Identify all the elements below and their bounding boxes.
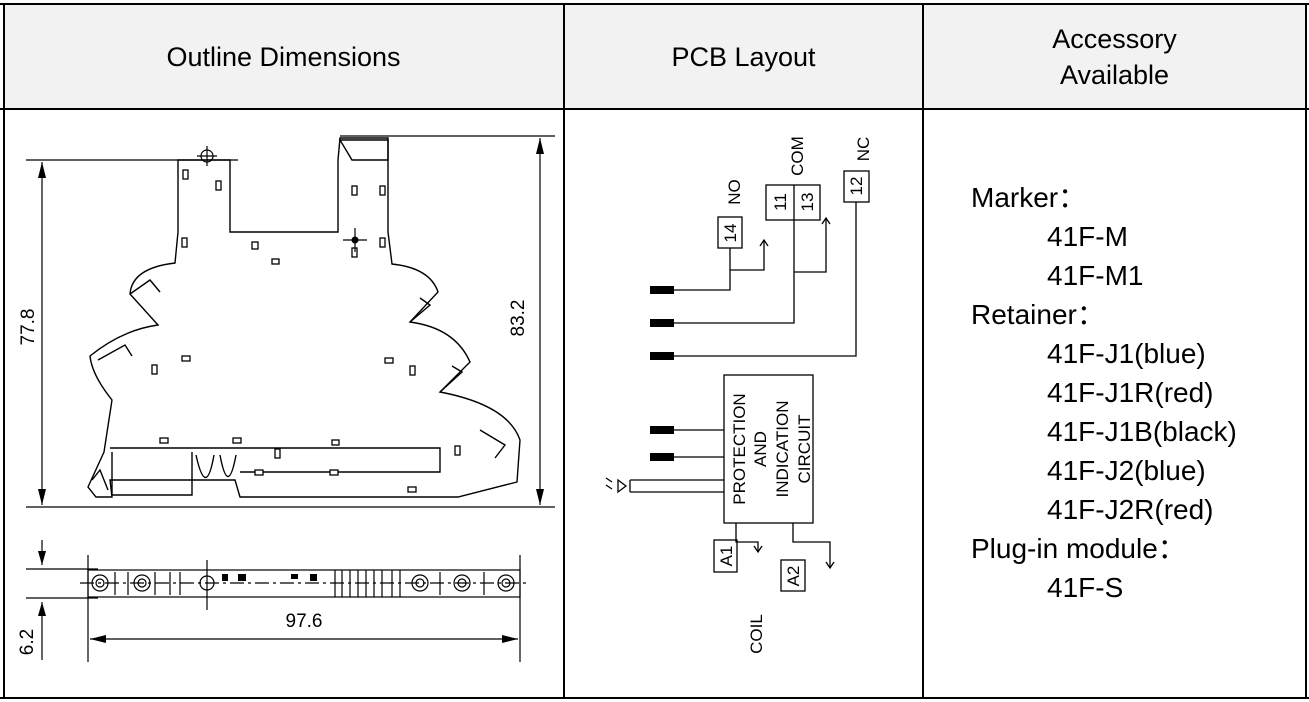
terminal-12-label: 12 xyxy=(847,177,866,196)
accessory-item: 41F-J1R(red) xyxy=(1047,377,1214,408)
dim-label-83-2: 83.2 xyxy=(508,300,529,337)
header-accessory-line1: Accessory xyxy=(1052,23,1177,54)
column-divider-2 xyxy=(922,3,924,699)
dim-label-6-2: 6.2 xyxy=(17,629,38,655)
terminal-com-label: COM xyxy=(788,136,807,176)
circuit-label-and: AND xyxy=(751,431,770,467)
circuit-label-indication: INDICATION xyxy=(773,401,792,498)
terminal-no-label: NO xyxy=(725,179,744,205)
accessory-item: 41F-M xyxy=(1047,221,1128,252)
outline-dimensions-drawing: 77.8 83.2 xyxy=(17,135,555,662)
retainer-category: Retainer： xyxy=(971,299,1105,330)
header-pcb-layout: PCB Layout xyxy=(565,4,922,109)
table-border-top xyxy=(0,3,1309,5)
marker-category: Marker： xyxy=(971,182,1087,213)
header-outline-label: Outline Dimensions xyxy=(166,41,401,72)
circuit-label-circuit: CIRCUIT xyxy=(795,415,814,484)
column-divider-1 xyxy=(563,3,565,699)
terminal-a2-label: A2 xyxy=(784,566,803,587)
header-accessory-line2: Available xyxy=(1059,59,1170,90)
circuit-label-protection: PROTECTION xyxy=(730,393,749,504)
table-border-bottom xyxy=(0,697,1309,699)
accessory-item: 41F-J2(blue) xyxy=(1047,455,1206,486)
header-pcb-label: PCB Layout xyxy=(671,41,816,72)
accessory-item: 41F-J2R(red) xyxy=(1047,494,1214,525)
coil-label: COIL xyxy=(747,614,766,654)
bottom-view-outline xyxy=(26,540,530,662)
accessory-item: 41F-J1B(black) xyxy=(1047,416,1237,447)
header-outline-dimensions: Outline Dimensions xyxy=(4,4,563,109)
pcb-layout-drawing: 14 NO 11 13 COM 12 NC PROTECTION AND IND… xyxy=(605,136,873,654)
table-header-divider xyxy=(0,108,1309,110)
terminal-11-label: 11 xyxy=(771,193,790,211)
accessory-item: 41F-J1(blue) xyxy=(1047,338,1206,369)
dim-label-77-8: 77.8 xyxy=(18,309,39,346)
terminal-a1-label: A1 xyxy=(717,546,736,567)
pcb-pads xyxy=(650,286,674,461)
relay-socket-outline xyxy=(87,137,521,498)
accessory-item: 41F-M1 xyxy=(1047,260,1144,291)
header-accessory-available: Accessory Available xyxy=(924,4,1305,109)
plugin-module-category: Plug-in module： xyxy=(971,533,1186,564)
table-border-right xyxy=(1305,3,1307,699)
terminal-13-label: 13 xyxy=(798,193,817,212)
table-border-left xyxy=(3,3,5,699)
terminal-nc-label: NC xyxy=(854,137,873,162)
accessory-item: 41F-S xyxy=(1047,572,1124,603)
terminal-14-label: 14 xyxy=(721,224,740,243)
accessory-list: Marker： 41F-M 41F-M1 Retainer： 41F-J1(bl… xyxy=(971,178,1237,607)
dim-label-97-6: 97.6 xyxy=(286,611,323,632)
